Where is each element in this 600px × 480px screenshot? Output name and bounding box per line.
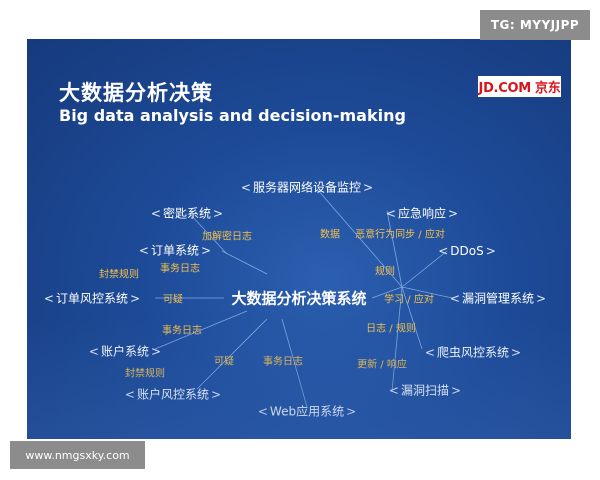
edge-label-suspicious-1: 可疑 [163,294,183,306]
node-crawler-risk-system: <爬虫风控系统> [424,345,522,360]
edge-label-learn-respond: 学习 / 应对 [384,294,434,306]
watermark-bottom: www.nmgsxky.com [10,441,145,469]
line-center-to-hub [371,286,403,299]
node-order-system: <订单系统> [138,243,212,258]
center-node: 大数据分析决策系统 [231,289,367,308]
line-to-keys [189,213,228,255]
node-order-risk-system: <订单风控系统> [43,291,141,306]
edge-label-suspicious-2: 可疑 [214,356,234,368]
node-server-monitor: <服务器网络设备监控> [240,180,374,195]
node-account-system: <账户系统> [88,344,162,359]
node-emergency-response: <应急响应> [385,206,459,221]
line-to-account [154,310,248,350]
edge-label-business-log-1: 事务日志 [160,263,200,275]
slide-title-zh: 大数据分析决策 [59,81,213,105]
edge-label-ban-rule-1: 封禁规则 [99,269,139,281]
node-web-app-system: <Web应用系统> [257,404,357,419]
node-ddos: <DDoS> [438,244,496,258]
edge-label-ban-rule-2: 封禁规则 [125,368,165,380]
line-to-order [221,250,268,275]
line-to-crawler [401,286,423,350]
line-to-emergency [386,210,403,288]
line-to-web [281,318,308,408]
watermark-top: TG: MYYJJPP [480,10,590,40]
node-account-risk-system: <账户风控系统> [124,387,222,402]
edge-label-business-log-2: 事务日志 [162,325,202,337]
node-key-system: <密匙系统> [150,206,224,221]
jd-logo: JD.COM 京东 [478,76,561,97]
edge-label-rules: 规则 [375,266,395,278]
node-vuln-mgmt-system: <漏洞管理系统> [449,291,547,306]
line-to-vuln-scan [391,286,403,392]
edge-label-log-rules: 日志 / 规则 [366,323,416,335]
slide-title-en: Big data analysis and decision-making [59,106,406,125]
node-vuln-scan: <漏洞扫描> [388,383,462,398]
edge-label-data: 数据 [320,229,340,241]
edge-label-update-respond: 更新 / 响应 [357,359,407,371]
edge-label-encrypt-log: 加解密日志 [202,231,252,243]
line-to-account-risk [196,318,268,390]
edge-label-business-log-3: 事务日志 [263,356,303,368]
edge-label-malicious-sync: 恶意行为同步 / 应对 [355,229,445,241]
connector-lines [154,188,453,408]
line-to-ddos [401,250,448,288]
line-server-branch [316,188,403,288]
slide: 大数据分析决策 Big data analysis and decision-m… [27,39,571,439]
line-to-vuln-mgmt [401,286,453,299]
